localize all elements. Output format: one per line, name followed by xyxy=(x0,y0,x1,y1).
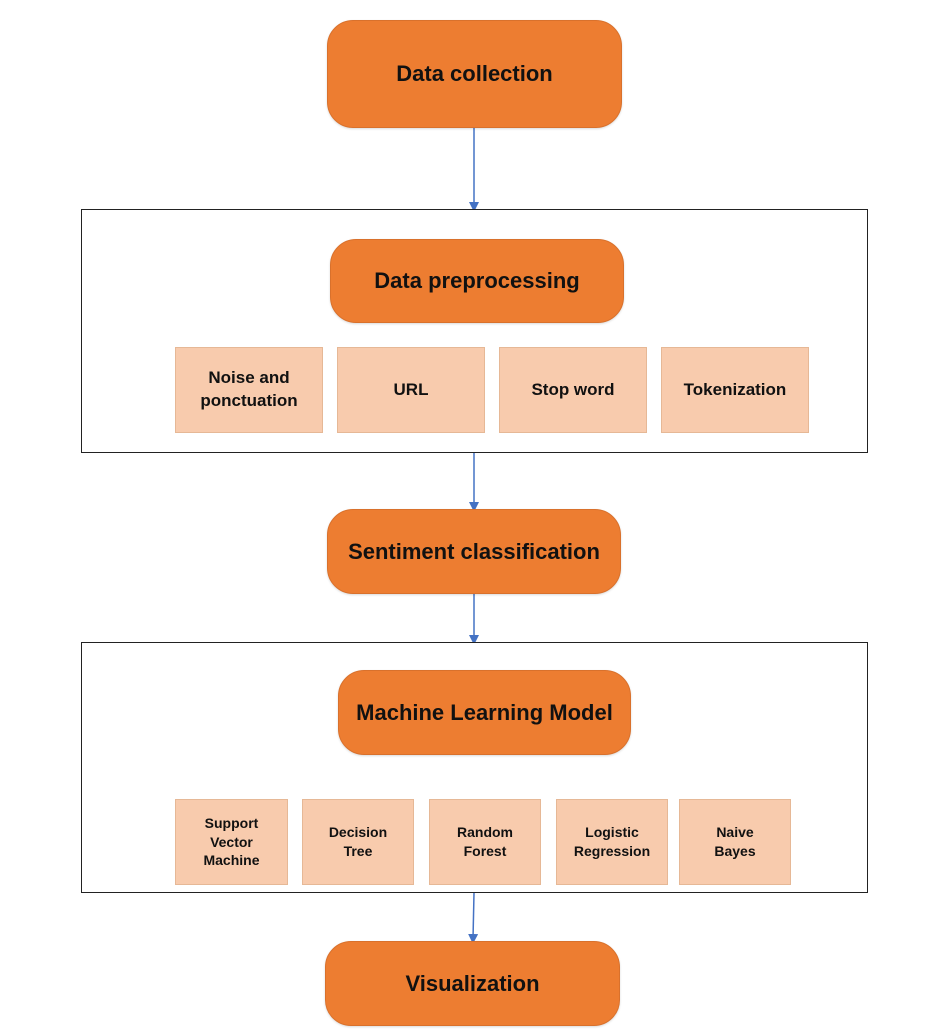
stage-visualization: Visualization xyxy=(325,941,620,1026)
step-label: Tokenization xyxy=(683,379,787,399)
stage-data-preprocessing: Data preprocessing xyxy=(330,239,624,323)
model-label: Decision Tree xyxy=(328,824,388,859)
arrow-model-to-visualization xyxy=(468,892,479,944)
stage-sentiment-classification: Sentiment classification xyxy=(327,509,621,594)
preprocessing-step-tokenization: Tokenization xyxy=(661,347,809,433)
model-label: Naive Bayes xyxy=(714,824,756,859)
model-label: Random Forest xyxy=(457,824,513,859)
stage-label: Data collection xyxy=(396,61,553,86)
preprocessing-step-stop-word: Stop word xyxy=(499,347,647,433)
model-naive-bayes: Naive Bayes xyxy=(679,799,791,885)
step-label: Noise and ponctuation xyxy=(200,368,298,410)
step-label: Stop word xyxy=(531,379,615,399)
model-random-forest: Random Forest xyxy=(429,799,541,885)
model-decision-tree: Decision Tree xyxy=(302,799,414,885)
stage-label: Data preprocessing xyxy=(374,268,580,293)
step-label: URL xyxy=(393,379,429,399)
stage-label: Machine Learning Model xyxy=(356,699,613,725)
stage-label: Visualization xyxy=(405,970,540,996)
model-logistic-regression: Logistic Regression xyxy=(556,799,668,885)
preprocessing-step-noise: Noise and ponctuation xyxy=(175,347,323,433)
stage-data-collection: Data collection xyxy=(327,20,622,128)
model-label: Logistic Regression xyxy=(573,824,651,859)
stage-label: Sentiment classification xyxy=(348,538,600,564)
model-svm: Support Vector Machine xyxy=(175,799,288,885)
stage-machine-learning-model: Machine Learning Model xyxy=(338,670,631,755)
preprocessing-step-url: URL xyxy=(337,347,485,433)
model-label: Support Vector Machine xyxy=(203,814,260,869)
